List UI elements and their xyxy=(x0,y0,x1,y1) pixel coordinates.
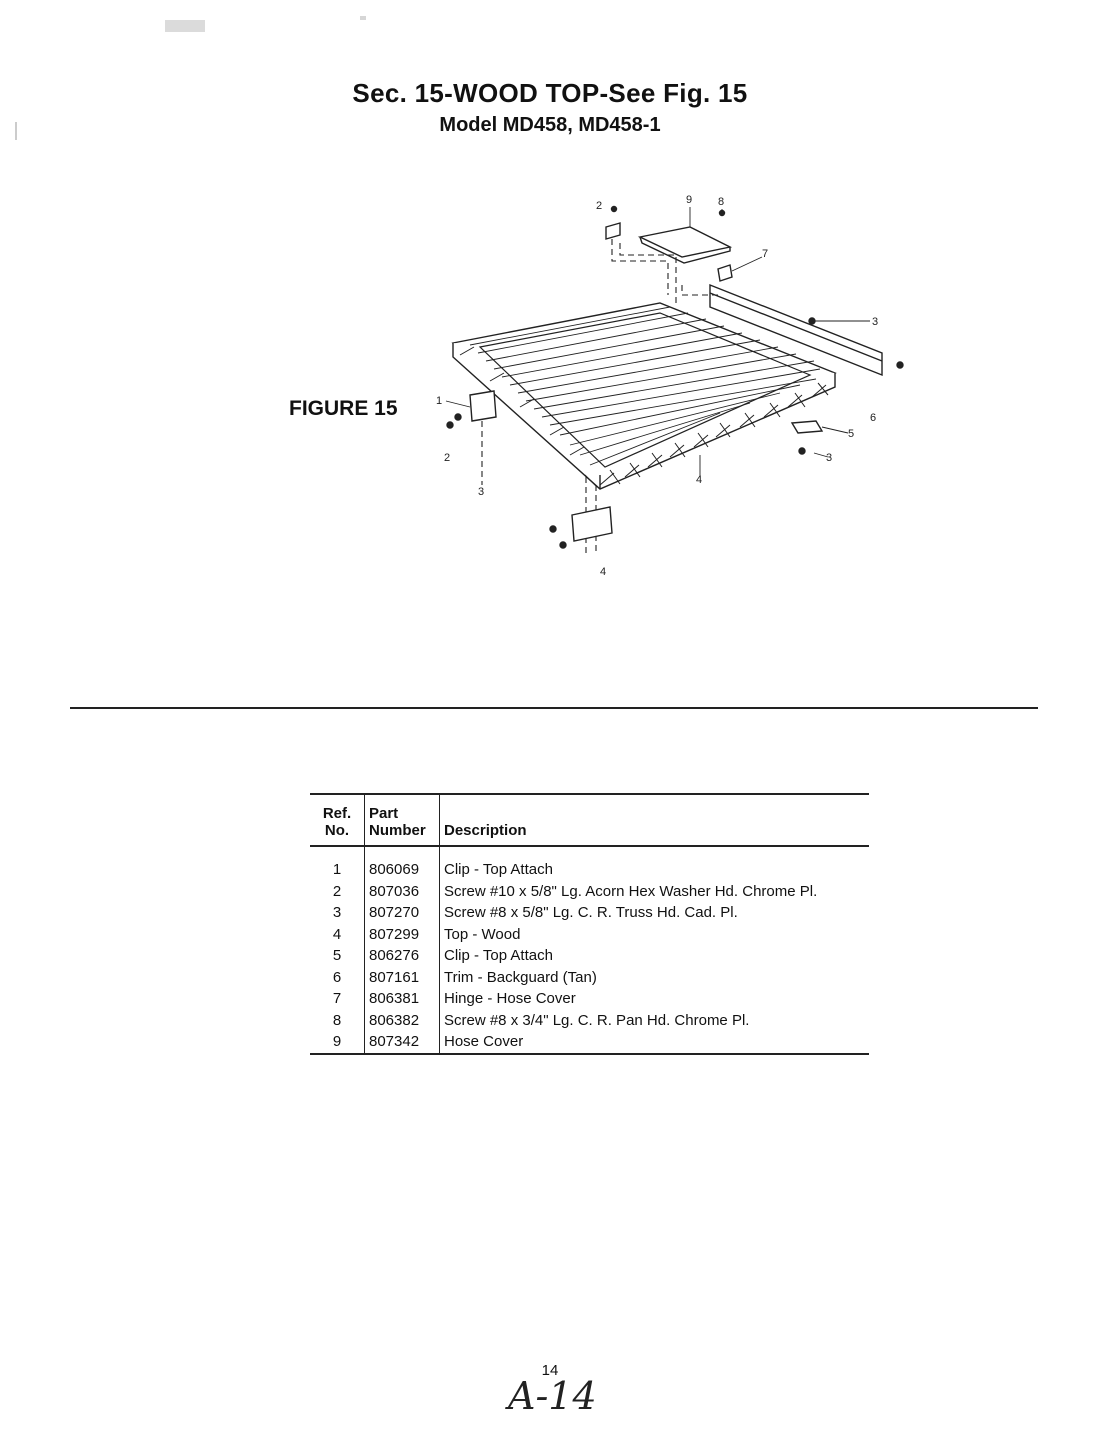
screw xyxy=(454,413,462,421)
clip-right xyxy=(790,420,824,434)
table-header-row: Ref. No. Part Number Description xyxy=(310,794,869,847)
screw xyxy=(549,525,557,533)
hose-cover xyxy=(637,226,733,258)
screw xyxy=(559,541,567,549)
callout-3: 3 xyxy=(478,486,484,498)
screw xyxy=(896,361,904,369)
edge-grain xyxy=(459,346,829,488)
col-part-number: Part Number xyxy=(364,794,440,847)
handwritten-page-mark: A-14 xyxy=(508,1374,597,1418)
figure-label: FIGURE 15 xyxy=(289,397,398,420)
scan-speck xyxy=(165,20,205,32)
col-description: Description xyxy=(439,794,869,847)
callout-4: 4 xyxy=(696,474,702,486)
top-grain xyxy=(469,306,821,466)
hinge-left xyxy=(605,222,621,240)
clip-left xyxy=(469,390,497,422)
page-number: 14 xyxy=(541,1362,559,1379)
callout-1: 1 xyxy=(436,395,442,407)
backguard-trim xyxy=(709,283,883,377)
hinge-right xyxy=(717,264,733,282)
callout-6: 6 xyxy=(870,412,876,424)
callout-3: 3 xyxy=(872,316,878,328)
callout-7: 7 xyxy=(762,248,768,260)
callout-2: 2 xyxy=(596,200,602,212)
scan-speck xyxy=(360,16,366,20)
screw xyxy=(446,421,454,429)
inner-border xyxy=(478,312,812,468)
callout-9: 9 xyxy=(686,194,692,206)
callout-5: 5 xyxy=(848,428,854,440)
wood-top-exploded-diagram: 1 2 2 3 3 3 4 4 5 6 7 8 9 xyxy=(436,194,904,578)
callout-4: 4 xyxy=(600,566,606,578)
clip-bottom xyxy=(571,506,613,542)
callout-2: 2 xyxy=(444,452,450,464)
section-divider xyxy=(70,707,1038,709)
callout-8: 8 xyxy=(718,196,724,208)
model-subtitle: Model MD458, MD458-1 xyxy=(439,114,661,136)
screw xyxy=(798,447,806,455)
scan-speck xyxy=(15,122,17,140)
callout-3: 3 xyxy=(826,452,832,464)
screw xyxy=(610,205,618,213)
col-ref-no: Ref. No. xyxy=(310,794,365,847)
section-title: Sec. 15-WOOD TOP-See Fig. 15 xyxy=(352,78,748,108)
